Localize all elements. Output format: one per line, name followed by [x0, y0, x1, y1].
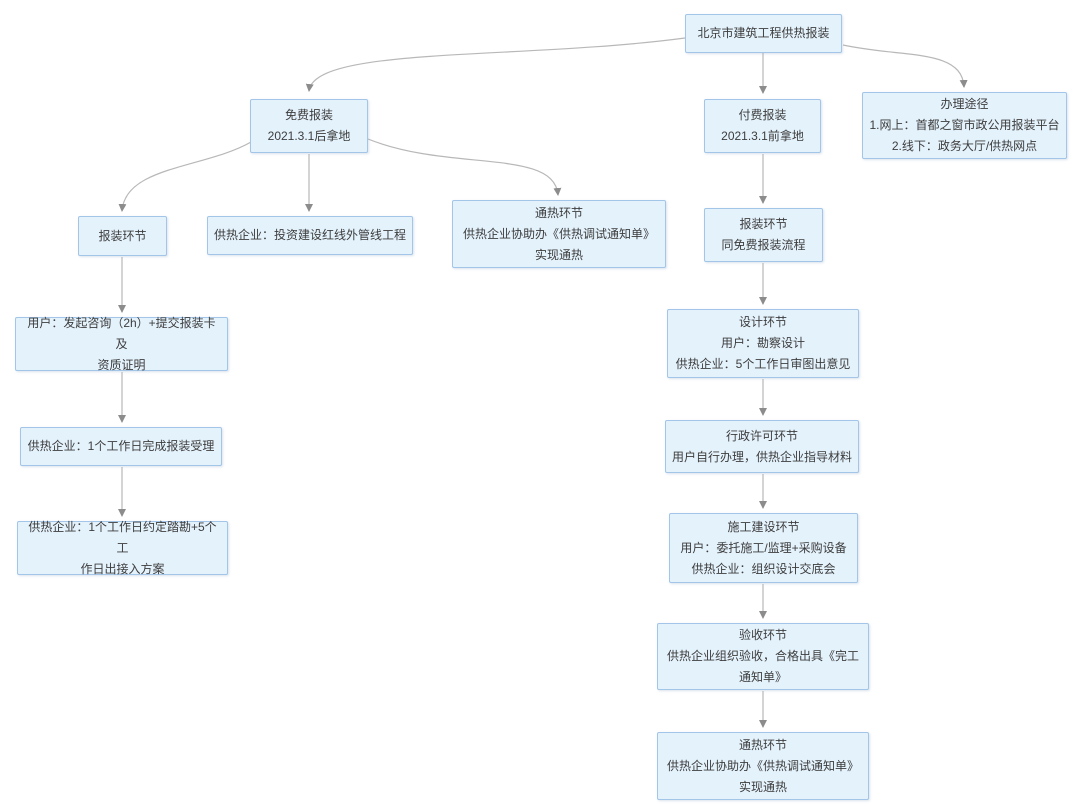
node-paid-install[interactable]: 付费报装 2021.3.1前拿地	[704, 99, 821, 153]
node-free-install[interactable]: 免费报装 2021.3.1后拿地	[250, 99, 368, 153]
node-free-consult[interactable]: 用户：发起咨询（2h）+提交报装卡及 资质证明	[15, 316, 228, 372]
node-free-pipeline[interactable]: 供热企业：投资建设红线外管线工程	[207, 216, 413, 255]
node-channels[interactable]: 办理途径 1.网上：首都之窗市政公用报装平台 2.线下：政务大厅/供热网点	[862, 92, 1067, 159]
node-free-survey[interactable]: 供热企业：1个工作日约定踏勘+5个工 作日出接入方案	[17, 520, 228, 576]
node-paid-acceptance[interactable]: 验收环节 供热企业组织验收，合格出具《完工 通知单》	[657, 623, 869, 690]
node-paid-design[interactable]: 设计环节 用户：勘察设计 供热企业：5个工作日审图出意见	[667, 309, 859, 378]
edge-free-heat	[367, 138, 562, 196]
edge-free-apply	[118, 141, 252, 212]
node-paid-apply-step[interactable]: 报装环节 同免费报装流程	[704, 208, 823, 262]
edge-root-channels	[842, 44, 968, 88]
node-free-heat-step[interactable]: 通热环节 供热企业协助办《供热调试通知单》 实现通热	[452, 200, 666, 268]
node-root[interactable]: 北京市建筑工程供热报装	[685, 14, 842, 53]
node-free-apply-step[interactable]: 报装环节	[78, 216, 167, 256]
edge-root-free	[305, 37, 686, 92]
node-paid-construction[interactable]: 施工建设环节 用户：委托施工/监理+采购设备 供热企业：组织设计交底会	[669, 513, 858, 583]
node-free-accept[interactable]: 供热企业：1个工作日完成报装受理	[20, 427, 222, 466]
node-paid-permit[interactable]: 行政许可环节 用户自行办理，供热企业指导材料	[665, 420, 859, 473]
node-paid-heat-step[interactable]: 通热环节 供热企业协助办《供热调试通知单》 实现通热	[657, 732, 869, 800]
